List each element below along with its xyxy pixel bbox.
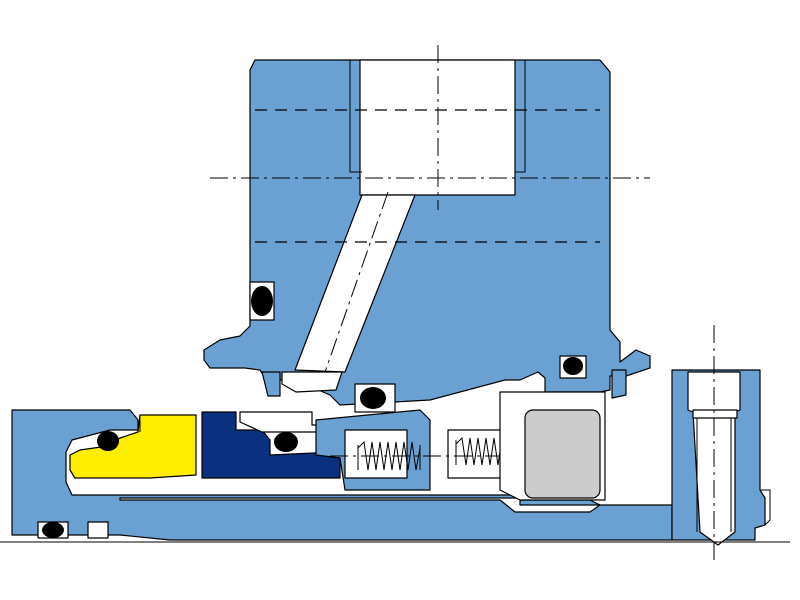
guide-block: [524, 409, 601, 499]
sleeve-inner-cavity: [119, 497, 601, 513]
set-screw-head: [692, 409, 738, 419]
oring-rotating: [274, 432, 298, 452]
housing-flange-lip: [611, 369, 627, 399]
stationary-seal-ring: [69, 414, 197, 479]
sleeve-port-right: [87, 521, 109, 539]
passage-exit: [281, 371, 343, 393]
port-counterbore-right: [515, 60, 526, 173]
passage-centerline: [323, 191, 389, 376]
set-screw-threads: [696, 418, 732, 532]
oring-housing-right: [563, 357, 583, 375]
rotating-seal-ring: [201, 411, 341, 479]
oring-housing-left: [251, 286, 273, 316]
collar-edge: [760, 489, 771, 526]
retaining-lug: [261, 371, 281, 397]
oring-mid: [360, 387, 386, 409]
port-counterbore-left: [349, 60, 362, 173]
oring-stationary: [97, 431, 119, 451]
oring-sleeve-base: [42, 522, 64, 538]
angled-passage: [294, 194, 416, 373]
